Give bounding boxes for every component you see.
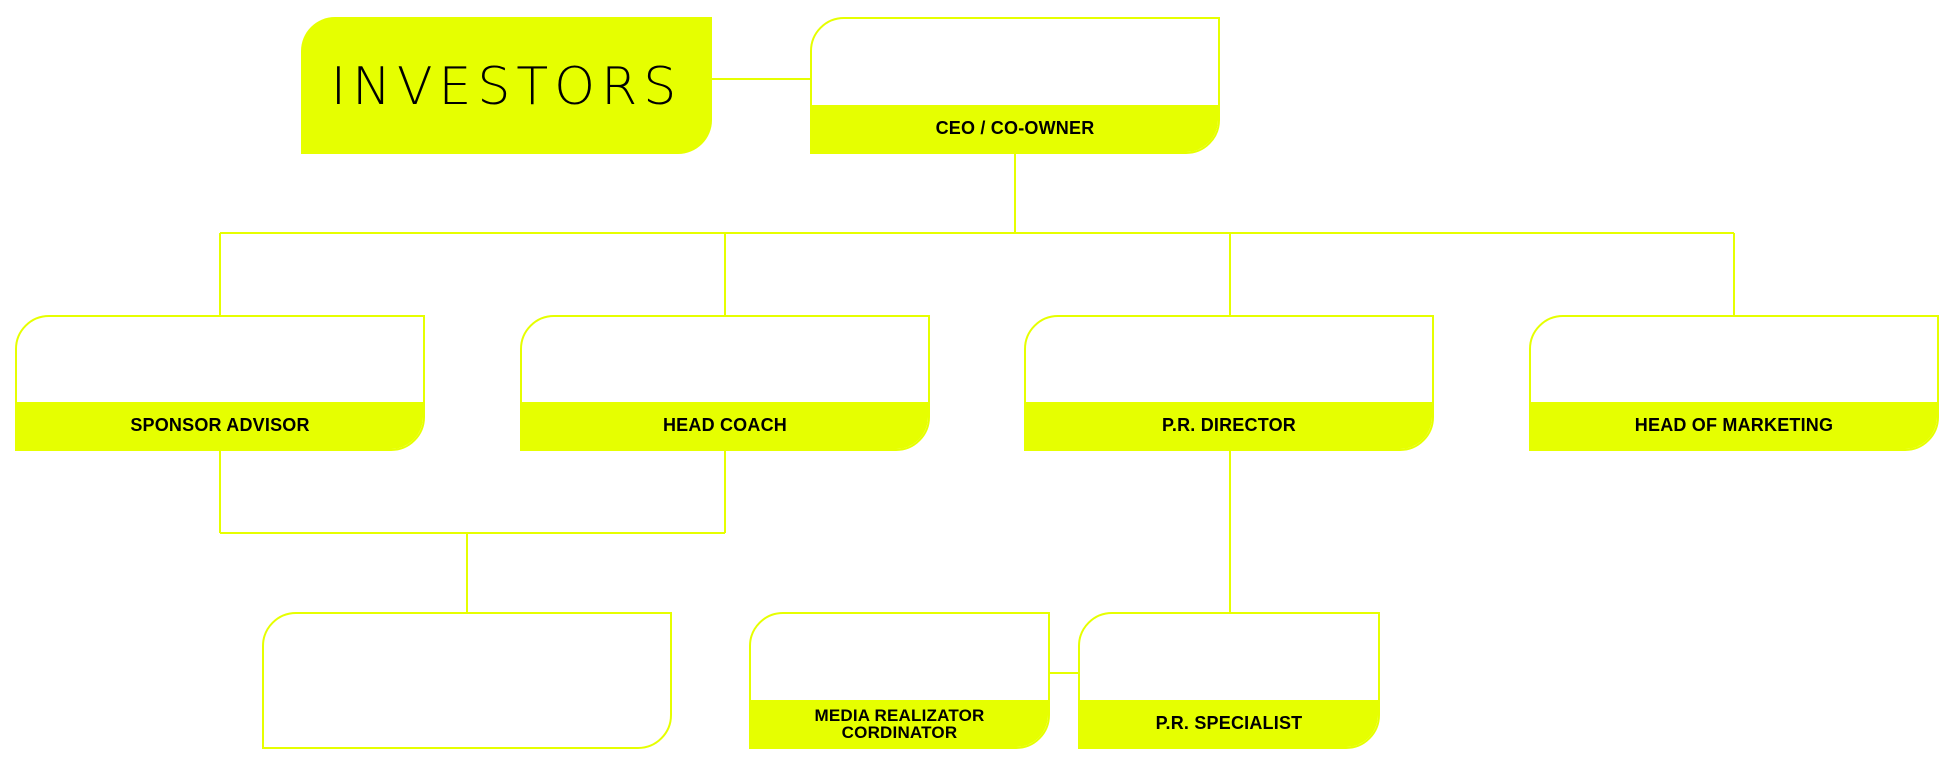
node-head-of-marketing-band: HEAD OF MARKETING	[1531, 402, 1937, 449]
node-head-of-marketing-label: HEAD OF MARKETING	[1634, 415, 1834, 435]
node-media-realizator-label: MEDIA REALIZATOR CORDINATOR	[814, 705, 985, 742]
node-pr-director: P.R. DIRECTOR	[1024, 315, 1434, 451]
node-pr-director-label: P.R. DIRECTOR	[1162, 415, 1296, 435]
node-head-coach-label: HEAD COACH	[662, 415, 787, 435]
node-sponsor-advisor-label: SPONSOR ADVISOR	[130, 415, 310, 435]
investors-title: INVESTORS	[330, 56, 683, 117]
node-head-of-marketing: HEAD OF MARKETING	[1529, 315, 1939, 451]
node-pr-director-band: P.R. DIRECTOR	[1026, 402, 1432, 449]
node-head-coach-band: HEAD COACH	[522, 402, 928, 449]
node-media-realizator-band: MEDIA REALIZATOR CORDINATOR	[751, 700, 1048, 747]
node-ceo: CEO / CO-OWNER	[810, 17, 1220, 154]
node-sponsor-advisor-band: SPONSOR ADVISOR	[17, 402, 423, 449]
node-sponsor-advisor: SPONSOR ADVISOR	[15, 315, 425, 451]
node-empty	[262, 612, 672, 749]
investors-box: INVESTORS	[301, 17, 712, 154]
node-pr-specialist-label: P.R. SPECIALIST	[1155, 713, 1303, 733]
node-media-realizator: MEDIA REALIZATOR CORDINATOR	[749, 612, 1050, 749]
node-pr-specialist: P.R. SPECIALIST	[1078, 612, 1380, 749]
node-ceo-label: CEO / CO-OWNER	[935, 118, 1095, 138]
node-head-coach: HEAD COACH	[520, 315, 930, 451]
node-ceo-band: CEO / CO-OWNER	[812, 105, 1218, 152]
node-pr-specialist-band: P.R. SPECIALIST	[1080, 700, 1378, 747]
